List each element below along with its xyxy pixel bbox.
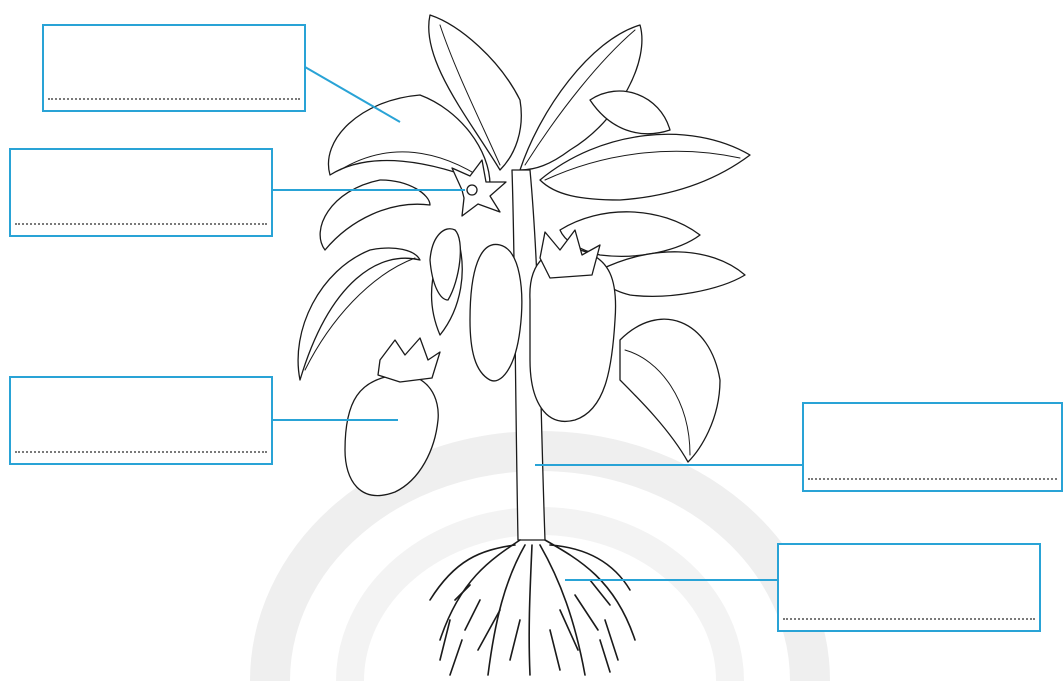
label-box-stem[interactable] <box>802 402 1063 492</box>
label-box-root[interactable] <box>777 543 1041 632</box>
answer-line <box>808 478 1057 480</box>
label-box-flower[interactable] <box>9 148 273 237</box>
roots <box>430 540 635 675</box>
answer-line <box>48 98 300 100</box>
label-box-leaf[interactable] <box>42 24 306 112</box>
answer-line <box>783 618 1035 620</box>
label-box-fruit[interactable] <box>9 376 273 465</box>
answer-line <box>15 451 267 453</box>
answer-line <box>15 223 267 225</box>
connector-leaf <box>305 67 400 122</box>
